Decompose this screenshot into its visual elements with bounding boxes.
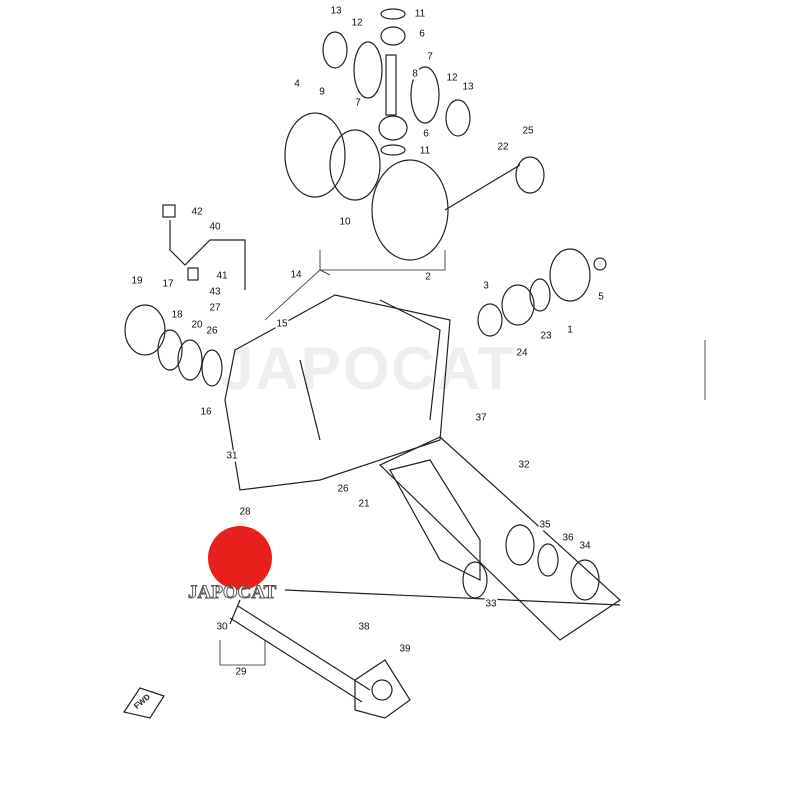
logo-circle bbox=[208, 526, 272, 590]
callout-13: 13 bbox=[461, 81, 475, 93]
axle-shaft bbox=[229, 589, 621, 719]
callout-19: 19 bbox=[130, 275, 144, 287]
callout-22: 22 bbox=[496, 141, 510, 153]
callout-28: 28 bbox=[238, 506, 252, 518]
callout-5: 5 bbox=[597, 291, 605, 303]
callout-21: 21 bbox=[357, 498, 371, 510]
logo: JAPOCAT bbox=[187, 582, 277, 604]
watermark: JAPOCAT bbox=[220, 335, 517, 402]
axle-tube bbox=[378, 436, 621, 641]
pinion-bearings bbox=[477, 248, 607, 337]
callout-3: 3 bbox=[482, 280, 490, 292]
callout-16: 16 bbox=[199, 406, 213, 418]
callout-42: 42 bbox=[190, 206, 204, 218]
callout-6: 6 bbox=[422, 128, 430, 140]
callout-27: 27 bbox=[208, 302, 222, 314]
callout-39: 39 bbox=[398, 643, 412, 655]
callout-40: 40 bbox=[208, 221, 222, 233]
callout-29: 29 bbox=[234, 666, 248, 678]
callout-13: 13 bbox=[329, 5, 343, 17]
callout-6: 6 bbox=[418, 28, 426, 40]
housing bbox=[224, 294, 451, 491]
callout-10: 10 bbox=[338, 216, 352, 228]
callout-2: 2 bbox=[424, 271, 432, 283]
callout-23: 23 bbox=[539, 330, 553, 342]
fwd-arrow-icon bbox=[123, 687, 165, 719]
callout-1: 1 bbox=[566, 324, 574, 336]
callout-12: 12 bbox=[445, 72, 459, 84]
callout-24: 24 bbox=[515, 347, 529, 359]
hose bbox=[162, 204, 246, 290]
callout-7: 7 bbox=[426, 51, 434, 63]
callout-4: 4 bbox=[293, 78, 301, 90]
callout-17: 17 bbox=[161, 278, 175, 290]
callout-18: 18 bbox=[170, 309, 184, 321]
callout-11: 11 bbox=[418, 145, 432, 157]
seals-left bbox=[124, 304, 223, 387]
callout-30: 30 bbox=[215, 621, 229, 633]
callout-41: 41 bbox=[215, 270, 229, 282]
callout-8: 8 bbox=[411, 68, 419, 80]
callout-34: 34 bbox=[578, 540, 592, 552]
callout-14: 14 bbox=[289, 269, 303, 281]
callout-38: 38 bbox=[357, 621, 371, 633]
callout-26: 26 bbox=[336, 483, 350, 495]
callout-9: 9 bbox=[318, 86, 326, 98]
callout-31: 31 bbox=[225, 450, 239, 462]
callout-43: 43 bbox=[208, 286, 222, 298]
callout-32: 32 bbox=[517, 459, 531, 471]
callout-20: 20 bbox=[190, 319, 204, 331]
differential-gears bbox=[284, 8, 545, 261]
callout-26: 26 bbox=[205, 325, 219, 337]
callout-25: 25 bbox=[521, 125, 535, 137]
callout-37: 37 bbox=[474, 412, 488, 424]
callout-11: 11 bbox=[413, 8, 427, 20]
callout-33: 33 bbox=[484, 598, 498, 610]
callout-15: 15 bbox=[275, 318, 289, 330]
callout-36: 36 bbox=[561, 532, 575, 544]
callout-35: 35 bbox=[538, 519, 552, 531]
callout-12: 12 bbox=[350, 17, 364, 29]
callout-7: 7 bbox=[354, 97, 362, 109]
callout-brackets bbox=[219, 250, 706, 666]
